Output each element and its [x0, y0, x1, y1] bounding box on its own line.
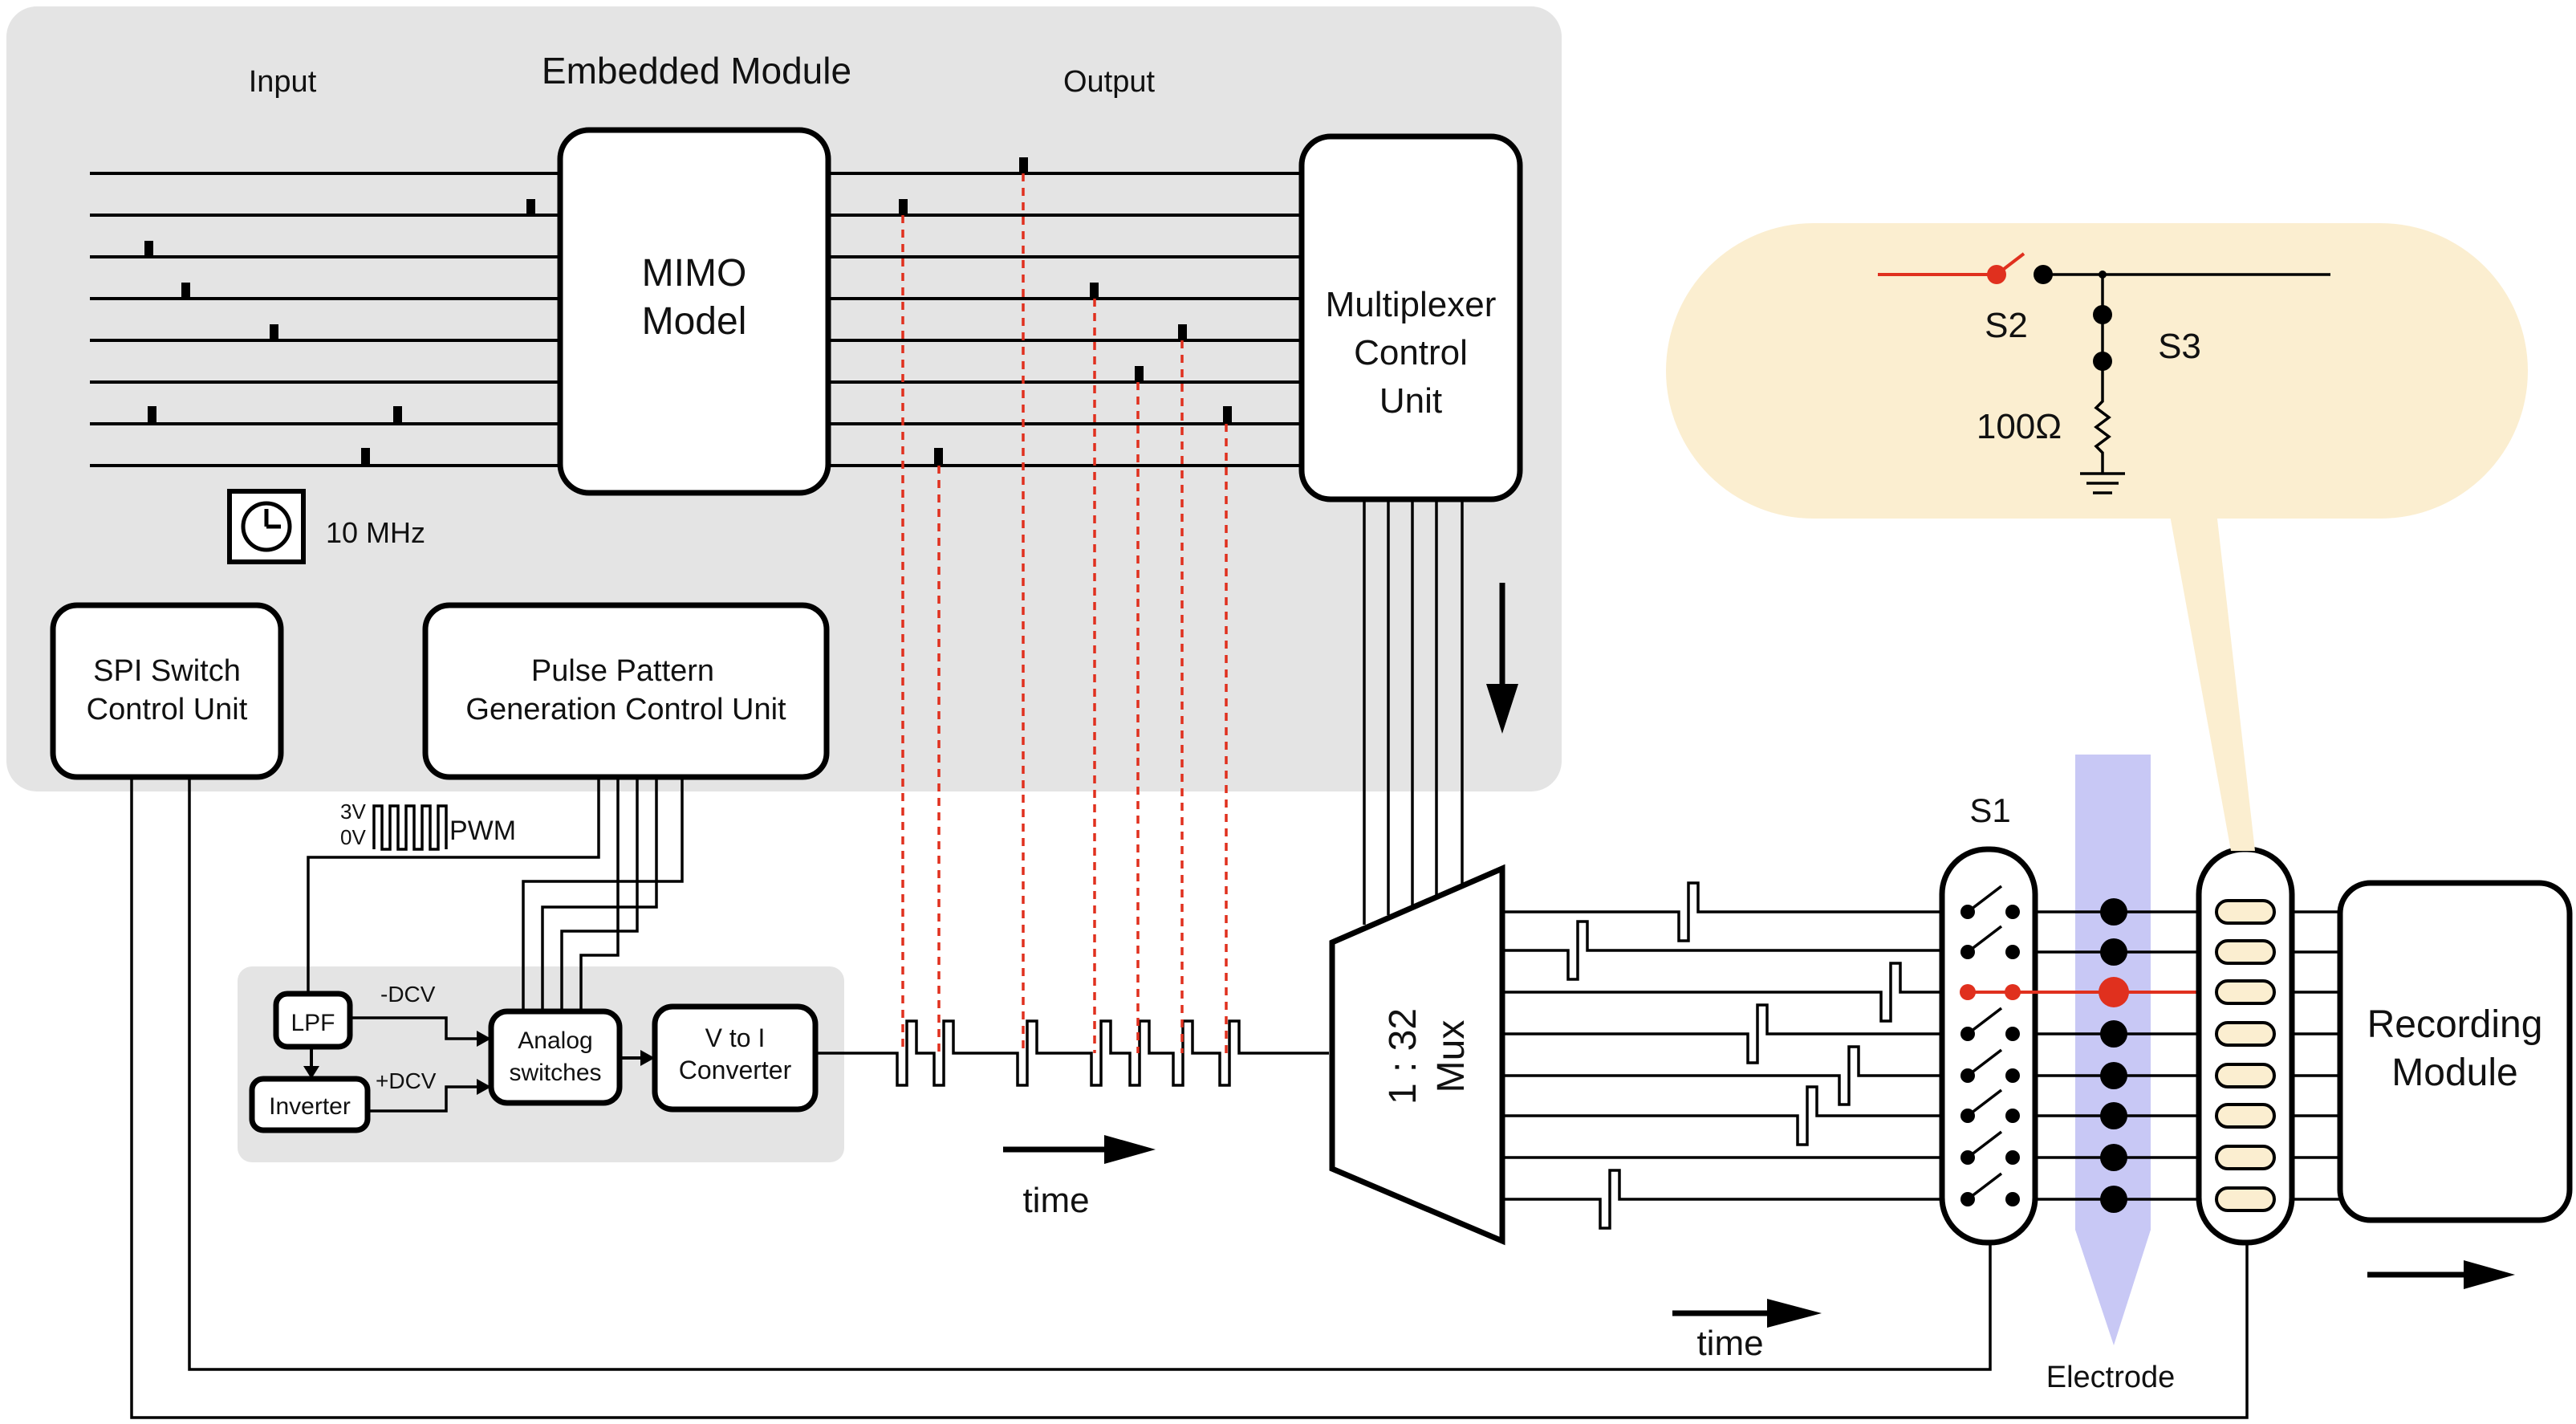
analog-switches-box [488, 1008, 623, 1106]
pwm-waveform-icon [372, 804, 448, 851]
electrode-wires [2035, 910, 2199, 1201]
recording-label-line2: Module [2391, 1052, 2517, 1094]
switches-to-vtoi-arrow [620, 1050, 655, 1066]
vtoi-label-line2: Converter [679, 1056, 792, 1084]
neg-dcv-label: -DCV [380, 982, 436, 1007]
mux-control-lines [1363, 499, 1464, 925]
mimo-label-line1: MIMO [642, 252, 747, 295]
pulse-pattern-control-unit-box [422, 602, 830, 780]
time-label-2: time [1696, 1324, 1763, 1363]
callout-circuit [1878, 252, 2330, 494]
embedded-module-title: Embedded Module [542, 50, 851, 92]
callout-s2-label: S2 [1985, 306, 2028, 345]
lpf-label: LPF [291, 1010, 335, 1036]
vtoi-label-line1: V to I [705, 1023, 766, 1052]
mux-ctrl-label-line1: Multiplexer [1326, 285, 1497, 324]
output-label: Output [1063, 65, 1156, 99]
mux-output-lines [1502, 881, 1958, 1230]
s1-switch-contacts [1960, 885, 2021, 1206]
recording-module-box [2337, 880, 2573, 1223]
connector-to-recording-wires [2292, 910, 2340, 1201]
pwm-label: PWM [449, 816, 516, 846]
spi-switch-control-unit-box [50, 602, 284, 780]
analog-switches-label-line2: switches [509, 1060, 601, 1086]
inverter-label: Inverter [269, 1093, 351, 1120]
pulse-label-line1: Pulse Pattern [531, 654, 714, 688]
arrow-right-icon [2367, 1260, 2515, 1289]
s3-connector-pads [2215, 899, 2276, 1212]
callout-bubble [1666, 223, 2528, 519]
electrode-label: Electrode [2046, 1361, 2176, 1394]
pwm-high-label: 3V [340, 799, 366, 824]
input-label: Input [249, 65, 317, 99]
neg-dcv-arrow [350, 1016, 491, 1047]
pos-dcv-arrow [368, 1079, 491, 1113]
callout-pointer [2167, 498, 2255, 851]
arrow-down-icon [1486, 583, 1518, 734]
time-label-1: time [1022, 1181, 1089, 1220]
recording-label-line1: Recording [2367, 1003, 2543, 1046]
pos-dcv-label: +DCV [376, 1068, 437, 1093]
clock-frequency: 10 MHz [326, 516, 425, 549]
s1-label: S1 [1969, 791, 2010, 829]
analog-switches-label-line1: Analog [518, 1027, 592, 1054]
pulse-train-waveform [815, 1019, 1329, 1087]
multiplexer-control-unit-box [1298, 133, 1523, 502]
v-to-i-converter-box [652, 1003, 819, 1113]
time-arrow-icon-2 [1672, 1299, 1822, 1328]
input-lines [90, 172, 560, 467]
pulse-label-line2: Generation Control Unit [465, 693, 786, 726]
input-spikes [144, 199, 535, 466]
timing-dashed-lines [901, 173, 1228, 1053]
switch-control-wires [522, 777, 684, 1011]
mux-label-line2: Mux [1430, 1020, 1473, 1093]
spi-label-line1: SPI Switch [93, 654, 241, 688]
mux-1-32-block [1329, 864, 1505, 1246]
clock-icon [241, 501, 292, 552]
electrode-sites [2100, 898, 2127, 1213]
callout-s3-label: S3 [2158, 327, 2201, 366]
mimo-model-box [557, 127, 831, 496]
mux-label-line1: 1 : 32 [1382, 1008, 1424, 1105]
electrode-shank [2075, 755, 2151, 1345]
lpf-to-inverter-arrow [303, 1047, 319, 1079]
callout-resistor-label: 100Ω [1977, 407, 2062, 446]
time-arrow-icon-1 [1003, 1135, 1156, 1164]
spi-control-wires [130, 777, 2249, 1419]
mux-ctrl-label-line3: Unit [1379, 381, 1442, 421]
pwm-low-label: 0V [340, 825, 366, 849]
inverter-box [249, 1076, 371, 1133]
output-spikes [899, 157, 1232, 466]
mux-ctrl-label-line2: Control [1354, 333, 1468, 372]
mimo-label-line2: Model [642, 300, 747, 343]
spi-label-line2: Control Unit [87, 693, 248, 726]
pwm-wire [307, 777, 600, 994]
